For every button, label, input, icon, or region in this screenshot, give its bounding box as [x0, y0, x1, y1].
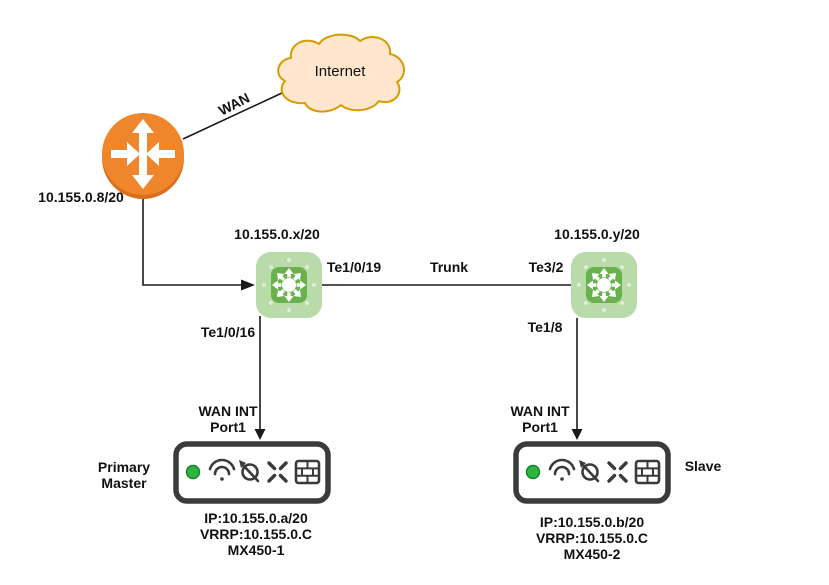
mx2-wan-int-line2: Port1 — [522, 419, 558, 435]
mx2-role-label: Slave — [684, 458, 722, 474]
x-arrows-icon — [607, 461, 628, 483]
appliance-chassis — [173, 441, 331, 504]
mx2-vrrp: VRRP:10.155.0.C — [535, 530, 649, 546]
router-to-switch1-line — [142, 199, 242, 286]
mx1-wan-int-label: WAN INT Port1 — [198, 403, 257, 435]
internet-label: Internet — [314, 63, 366, 80]
router-crossed-arrows-icon — [102, 113, 184, 199]
switch1 — [256, 252, 322, 323]
brick-wall-icon — [634, 459, 661, 485]
wifi-icon — [548, 458, 576, 481]
arrowhead-into-mx1 — [254, 429, 266, 440]
mx2-wan-int-line1: WAN INT — [510, 403, 570, 419]
brick-wall-icon — [294, 459, 321, 485]
mx1-role-label: Primary Master — [98, 459, 150, 491]
switch2 — [571, 252, 637, 323]
x-arrows-icon — [267, 461, 288, 483]
mx1-vrrp: VRRP:10.155.0.C — [199, 526, 313, 542]
switch1-access-port-label: Te1/0/16 — [200, 324, 256, 340]
internet-cloud: Internet — [272, 31, 408, 120]
router-ip-label: 10.155.0.8/20 — [38, 189, 124, 205]
switch1-ip-label: 10.155.0.x/20 — [234, 226, 320, 242]
arrowhead-into-switch1 — [241, 279, 255, 291]
switch2-access-port-label: Te1/8 — [527, 319, 563, 335]
internet-router — [100, 113, 186, 204]
mx1-model: MX450-1 — [227, 542, 285, 558]
switch-hub-icon — [256, 252, 322, 318]
mx1-ip: IP:10.155.0.a/20 — [204, 510, 308, 526]
switch-hub-icon — [571, 252, 637, 318]
circle-arrow-bypass-icon — [579, 460, 600, 483]
switch2-trunk-port-label: Te3/2 — [528, 259, 564, 275]
appliance-chassis — [513, 441, 671, 504]
mx1-role-line1: Primary — [97, 459, 151, 475]
mx2-appliance — [513, 441, 671, 509]
mx1-wan-int-line1: WAN INT — [198, 403, 258, 419]
wan-link-line — [182, 92, 283, 140]
mx1-wan-int-line2: Port1 — [210, 419, 246, 435]
mx2-wan-int-label: WAN INT Port1 — [510, 403, 569, 435]
green-led-icon — [185, 464, 201, 480]
green-led-icon — [525, 464, 541, 480]
mx2-model: MX450-2 — [563, 546, 621, 562]
mx1-appliance — [173, 441, 331, 509]
mx1-role-line2: Master — [101, 475, 147, 491]
mx2-info-label: IP:10.155.0.b/20 VRRP:10.155.0.C MX450-2 — [536, 514, 648, 562]
arrowhead-into-mx2 — [571, 429, 583, 440]
switch1-trunk-port-label: Te1/0/19 — [326, 259, 382, 275]
mx1-info-label: IP:10.155.0.a/20 VRRP:10.155.0.C MX450-1 — [200, 510, 312, 558]
cloud-icon — [277, 33, 406, 113]
wifi-icon — [208, 458, 236, 481]
trunk-label: Trunk — [429, 259, 469, 275]
switch2-ip-label: 10.155.0.y/20 — [554, 226, 640, 242]
circle-arrow-bypass-icon — [239, 460, 260, 483]
mx2-ip: IP:10.155.0.b/20 — [539, 514, 645, 530]
